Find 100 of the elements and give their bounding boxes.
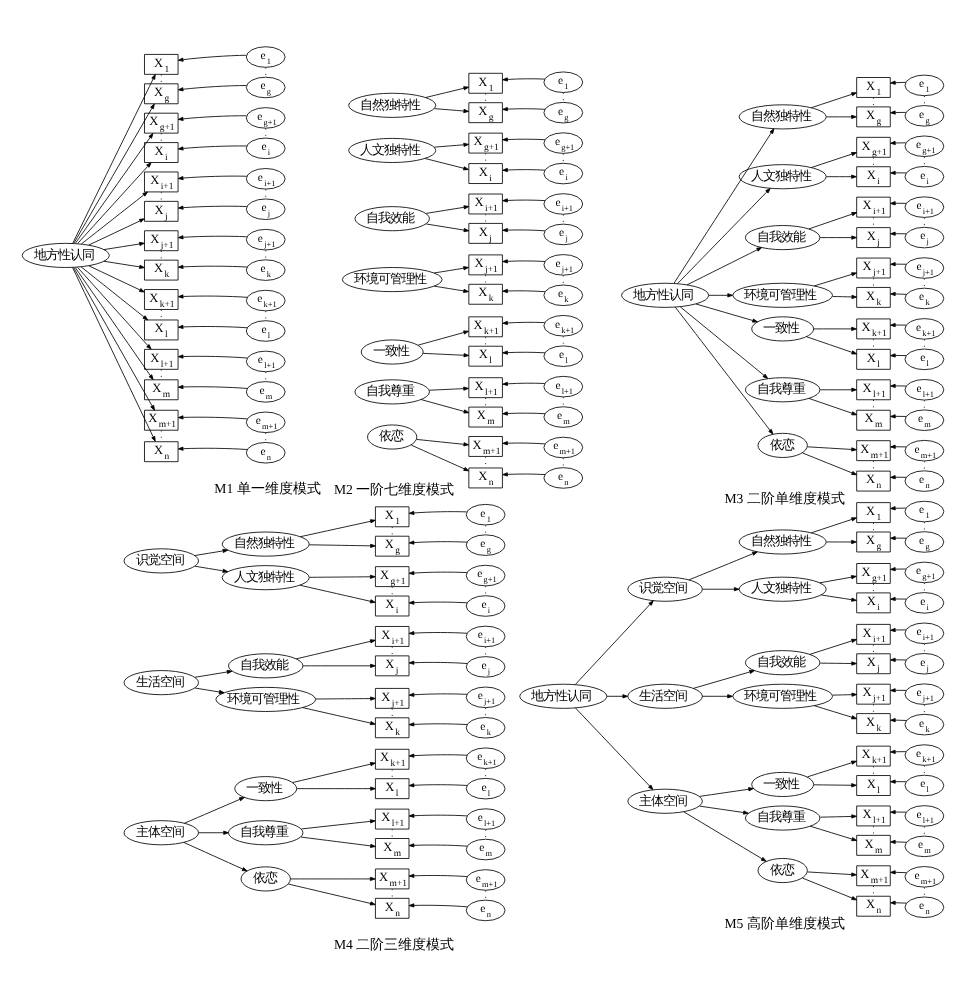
arrow bbox=[825, 173, 856, 178]
arrow bbox=[889, 230, 906, 235]
arrow bbox=[182, 841, 247, 871]
arrow bbox=[421, 351, 469, 357]
arrow bbox=[806, 759, 856, 777]
arrow bbox=[825, 113, 856, 118]
arrow bbox=[176, 114, 246, 120]
arrow bbox=[808, 637, 856, 654]
arrow bbox=[825, 538, 856, 544]
arrow bbox=[299, 518, 375, 537]
arrow bbox=[407, 752, 467, 757]
arrow bbox=[700, 693, 732, 698]
arrow bbox=[818, 813, 856, 818]
arrow bbox=[501, 287, 545, 293]
arrow bbox=[407, 782, 467, 787]
arrow bbox=[73, 265, 153, 379]
arrow bbox=[889, 169, 906, 174]
arrow bbox=[809, 516, 856, 533]
arrow bbox=[809, 151, 856, 167]
arrow bbox=[574, 706, 653, 789]
arrow bbox=[687, 550, 757, 580]
arrow bbox=[407, 599, 467, 604]
arrow bbox=[678, 305, 768, 378]
arrow bbox=[74, 132, 153, 243]
arrow bbox=[308, 573, 375, 578]
arrow bbox=[807, 397, 857, 415]
arrow bbox=[501, 349, 545, 354]
arrow bbox=[415, 438, 469, 446]
arrow bbox=[889, 656, 906, 661]
arrow bbox=[407, 630, 467, 635]
arrow bbox=[87, 217, 144, 245]
arrow bbox=[176, 144, 247, 150]
arrow bbox=[298, 583, 375, 603]
arrow bbox=[676, 187, 770, 283]
arrow bbox=[501, 410, 545, 415]
arrow bbox=[806, 870, 856, 876]
arrow bbox=[87, 264, 144, 292]
arrow bbox=[889, 413, 906, 418]
arrow bbox=[501, 471, 545, 476]
arrow bbox=[424, 204, 469, 213]
arrow bbox=[289, 875, 375, 880]
arrow bbox=[407, 691, 467, 696]
arrow bbox=[889, 321, 906, 327]
arrow bbox=[294, 638, 375, 659]
arrow bbox=[176, 234, 247, 239]
arrow bbox=[889, 566, 906, 571]
arrow bbox=[176, 353, 247, 358]
arrow bbox=[501, 166, 545, 172]
arrow bbox=[682, 810, 766, 861]
arrow bbox=[407, 509, 467, 515]
arrow bbox=[889, 748, 906, 753]
arrow bbox=[176, 263, 247, 268]
arrow bbox=[424, 222, 469, 232]
arrow bbox=[193, 547, 228, 555]
arrow bbox=[501, 319, 545, 325]
arrow bbox=[419, 398, 469, 413]
arrow bbox=[889, 79, 906, 84]
arrow bbox=[432, 284, 468, 292]
arrow bbox=[71, 73, 155, 243]
arrow bbox=[407, 659, 467, 664]
arrow bbox=[291, 761, 375, 782]
arrow bbox=[806, 445, 856, 451]
arrow bbox=[807, 211, 857, 229]
arrow bbox=[176, 84, 246, 91]
arrow bbox=[685, 246, 762, 285]
arrow bbox=[432, 107, 468, 113]
arrow bbox=[407, 539, 467, 544]
arrow bbox=[424, 85, 469, 97]
arrow bbox=[889, 626, 906, 632]
arrow bbox=[812, 271, 856, 286]
arrow bbox=[176, 174, 247, 180]
arrow bbox=[889, 139, 906, 145]
arrow bbox=[427, 385, 468, 390]
arrow bbox=[176, 383, 247, 389]
arrow bbox=[805, 335, 857, 354]
arrow bbox=[889, 474, 906, 479]
arrow bbox=[72, 102, 154, 243]
arrow bbox=[889, 290, 906, 296]
arrow bbox=[176, 53, 246, 61]
arrow bbox=[416, 329, 468, 345]
arrow bbox=[176, 293, 247, 298]
arrow bbox=[193, 686, 224, 694]
arrow bbox=[176, 445, 247, 450]
arrow bbox=[301, 662, 375, 667]
arrow bbox=[407, 842, 467, 847]
arrow bbox=[501, 76, 545, 81]
arrow bbox=[79, 265, 148, 320]
arrow bbox=[698, 786, 753, 796]
arrow bbox=[889, 261, 906, 266]
arrow bbox=[889, 717, 906, 722]
arrow bbox=[574, 599, 653, 684]
arrow bbox=[407, 569, 467, 575]
arrow bbox=[407, 872, 467, 877]
arrow bbox=[889, 809, 906, 814]
arrow bbox=[692, 668, 754, 688]
arrow bbox=[501, 106, 545, 111]
arrow bbox=[889, 443, 906, 448]
arrow bbox=[889, 352, 906, 357]
arrow bbox=[314, 695, 375, 700]
arrow bbox=[407, 902, 467, 907]
